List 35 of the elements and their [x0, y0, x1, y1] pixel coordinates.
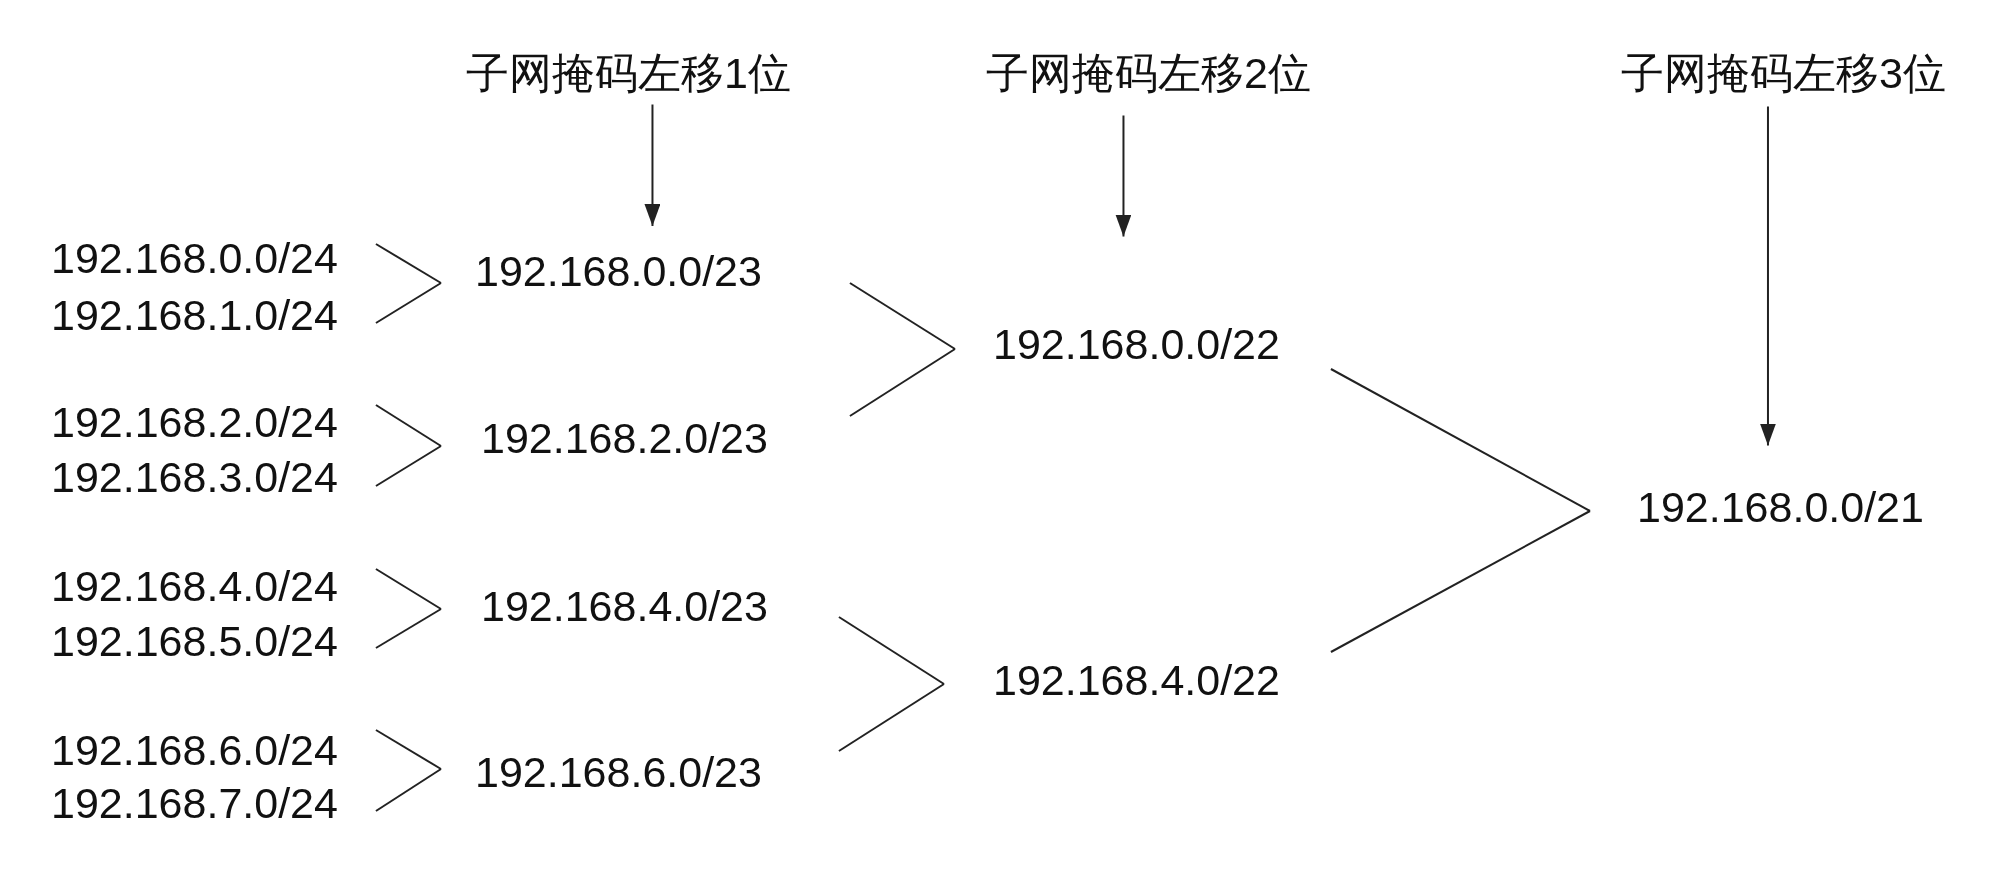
network-address: 192.168.1.0/24	[51, 293, 338, 337]
connector-line	[1329, 368, 1591, 512]
network-address: 192.168.2.0/23	[481, 416, 768, 460]
network-address: 192.168.0.0/22	[993, 322, 1280, 366]
network-address: 192.168.0.0/23	[475, 249, 762, 293]
connector-line	[374, 608, 442, 649]
network-address: 192.168.6.0/23	[475, 750, 762, 794]
connector-line	[837, 616, 945, 685]
network-address: 192.168.0.0/21	[1637, 485, 1924, 529]
connector-line	[374, 445, 442, 487]
network-address: 192.168.4.0/24	[51, 564, 338, 608]
connector-line	[374, 404, 442, 447]
network-address: 192.168.0.0/24	[51, 236, 338, 280]
arrow	[644, 103, 661, 227]
connector-line	[848, 348, 956, 417]
connector-line	[374, 768, 442, 812]
arrow	[1115, 114, 1132, 238]
connector-line	[374, 568, 442, 610]
step-heading: 子网掩码左移3位	[1621, 51, 1946, 95]
connector-line	[848, 282, 956, 350]
connector-line	[374, 282, 442, 324]
network-address: 192.168.5.0/24	[51, 619, 338, 663]
step-heading: 子网掩码左移1位	[466, 51, 791, 95]
network-address: 192.168.4.0/23	[481, 584, 768, 628]
step-heading: 子网掩码左移2位	[986, 51, 1311, 95]
network-address: 192.168.3.0/24	[51, 455, 338, 499]
connector-line	[837, 683, 945, 752]
connector-line	[1329, 510, 1591, 653]
network-address: 192.168.6.0/24	[51, 728, 338, 772]
arrow	[1759, 105, 1776, 447]
connector-line	[374, 729, 442, 770]
network-address: 192.168.4.0/22	[993, 658, 1280, 702]
network-address: 192.168.2.0/24	[51, 400, 338, 444]
network-address: 192.168.7.0/24	[51, 781, 338, 825]
connector-line	[374, 243, 442, 284]
